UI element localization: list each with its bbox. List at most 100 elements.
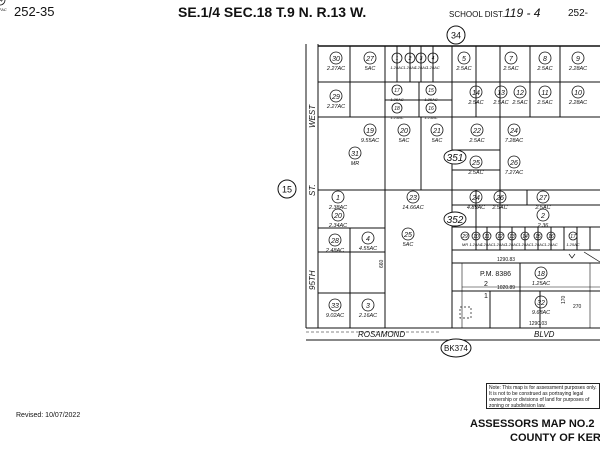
- parcel-area: 2.27AC: [326, 104, 345, 110]
- parcel-map-lot: 2: [484, 281, 488, 288]
- parcel-area: 1.25AC: [426, 65, 439, 70]
- parcel-number-circle: [348, 146, 362, 160]
- parcel-number: 16: [548, 234, 554, 240]
- parcel-number-circle: [425, 84, 437, 96]
- parcel-area: 5AC: [365, 66, 376, 72]
- parcel-area: 1.25AC: [493, 242, 506, 247]
- block-marker: [443, 149, 467, 165]
- parcel-number-circle: [568, 231, 578, 241]
- dimension-label: 660: [379, 259, 385, 268]
- parcel-number: 26: [495, 195, 504, 202]
- parcel-area: 2.5AC: [536, 100, 552, 106]
- parcel-number: 9: [576, 56, 580, 63]
- parcel-area: MR: [351, 161, 360, 167]
- parcel-number: 4: [432, 56, 435, 62]
- parcel-area: 2.5AC: [534, 205, 550, 211]
- parcel-number-circle: [361, 298, 375, 312]
- parcel-number: 17: [394, 88, 400, 94]
- dimension-label: 1020.89: [497, 285, 515, 291]
- parcel-number-circle: [533, 231, 543, 241]
- parcel-area: 1.25AC: [532, 281, 550, 287]
- parcel-area: 2.27AC: [326, 66, 345, 72]
- parcel-area: 2.5AC: [467, 100, 483, 106]
- parcel-area: 9.68AC: [532, 310, 550, 316]
- parcel-area: 2.48AC: [325, 248, 344, 254]
- parcel-number-circle: [469, 190, 483, 204]
- dimension-label: 270: [573, 304, 582, 310]
- parcel-number-circle: [470, 123, 484, 137]
- parcel-area: 1.25AC: [390, 97, 403, 102]
- parcel-number: 23: [408, 195, 417, 202]
- parcel-area: 2.5AC: [468, 138, 484, 144]
- adjacent-map-marker: [446, 25, 466, 45]
- parcel-number: 32: [537, 300, 545, 307]
- parcel-number: 10: [574, 90, 582, 97]
- parcel-number-circle: [391, 102, 403, 114]
- school-district-label: SCHOOL DIST.: [449, 10, 505, 19]
- parcel-area: 5AC: [432, 138, 443, 144]
- parcel-number-circle: [401, 227, 415, 241]
- parcel-area: 2.5AC: [455, 66, 471, 72]
- parcel-number: 7: [509, 56, 514, 63]
- parcel-map-lot: 1: [484, 293, 488, 300]
- parcel-number-circle: [430, 123, 444, 137]
- adjacent-map-number: 15: [282, 185, 292, 195]
- parcel-number: 13: [497, 90, 505, 97]
- parcel-number: 27: [365, 56, 375, 63]
- parcel-area: 4.55AC: [359, 246, 377, 252]
- parcel-number: 11: [541, 90, 548, 97]
- parcel-number-circle: [328, 298, 342, 312]
- parcel-area: 1.25AC: [469, 242, 482, 247]
- parcel-number: 27: [538, 195, 548, 202]
- parcel-area: 2.5AC: [491, 205, 507, 211]
- parcel-area: 2.5AC: [467, 170, 483, 176]
- parcel-number-circle: [495, 231, 505, 241]
- parcel-number: 28: [330, 238, 339, 245]
- parcel-number-circle: [534, 266, 548, 280]
- parcel-number-circle: [471, 231, 481, 241]
- parcel-number: 1: [396, 56, 399, 62]
- parcel-number-circle: [536, 190, 550, 204]
- parcel-number: 29: [331, 94, 340, 101]
- parcel-number: 3: [366, 303, 370, 310]
- parcel-number: 15: [428, 88, 434, 94]
- parcel-number-circle: [391, 84, 403, 96]
- parcel-area: 2.36: [537, 223, 550, 229]
- parcel-number-circle: [329, 51, 343, 65]
- revised-date: Revised: 10/07/2022: [16, 412, 81, 419]
- parcel-number-circle: [507, 231, 517, 241]
- parcel-number-circle: [397, 123, 411, 137]
- parcel-number: 3: [420, 56, 423, 62]
- parcel-area: 9.02AC: [326, 313, 344, 319]
- parcel-area: 1.25AC: [480, 242, 493, 247]
- street-label: ROSAMOND: [358, 330, 405, 339]
- parcel-area: 2.28AC: [568, 100, 587, 106]
- parcel-number: 25: [403, 232, 412, 239]
- parcel-number-circle: [363, 51, 377, 65]
- parcel-number-circle: [329, 89, 343, 103]
- parcel-number: 24: [471, 195, 480, 202]
- parcel-area: 1.25AC: [403, 65, 416, 70]
- parcel-area: 2.28AC: [568, 66, 587, 72]
- block-marker: [443, 211, 467, 227]
- parcel-number: 25: [471, 160, 480, 167]
- map-title: SE.1/4 SEC.18 T.9 N. R.13 W.: [178, 4, 367, 20]
- parcel-number: 13: [509, 234, 515, 240]
- parcel-area: 5AC: [399, 138, 410, 144]
- parcel-area: 1.25AC: [544, 242, 557, 247]
- parcel-number: 31: [351, 151, 359, 158]
- dimension-label: 170: [561, 295, 567, 304]
- block-number: 352: [447, 215, 464, 226]
- parcel-number: 24: [0, 0, 3, 4]
- parcel-number: 20: [399, 128, 408, 135]
- adjacent-map-number: 34: [451, 31, 461, 41]
- parcel-number-circle: [538, 51, 552, 65]
- parcel-area: 1.25AC: [424, 97, 437, 102]
- parcel-number-circle: [363, 123, 377, 137]
- parcel-map-label: P.M. 8386: [480, 271, 511, 278]
- parcel-number-circle: [504, 51, 518, 65]
- parcel-area: 2.16AC: [358, 313, 377, 319]
- parcel-number-circle: [425, 102, 437, 114]
- parcel-number: 17: [570, 234, 576, 240]
